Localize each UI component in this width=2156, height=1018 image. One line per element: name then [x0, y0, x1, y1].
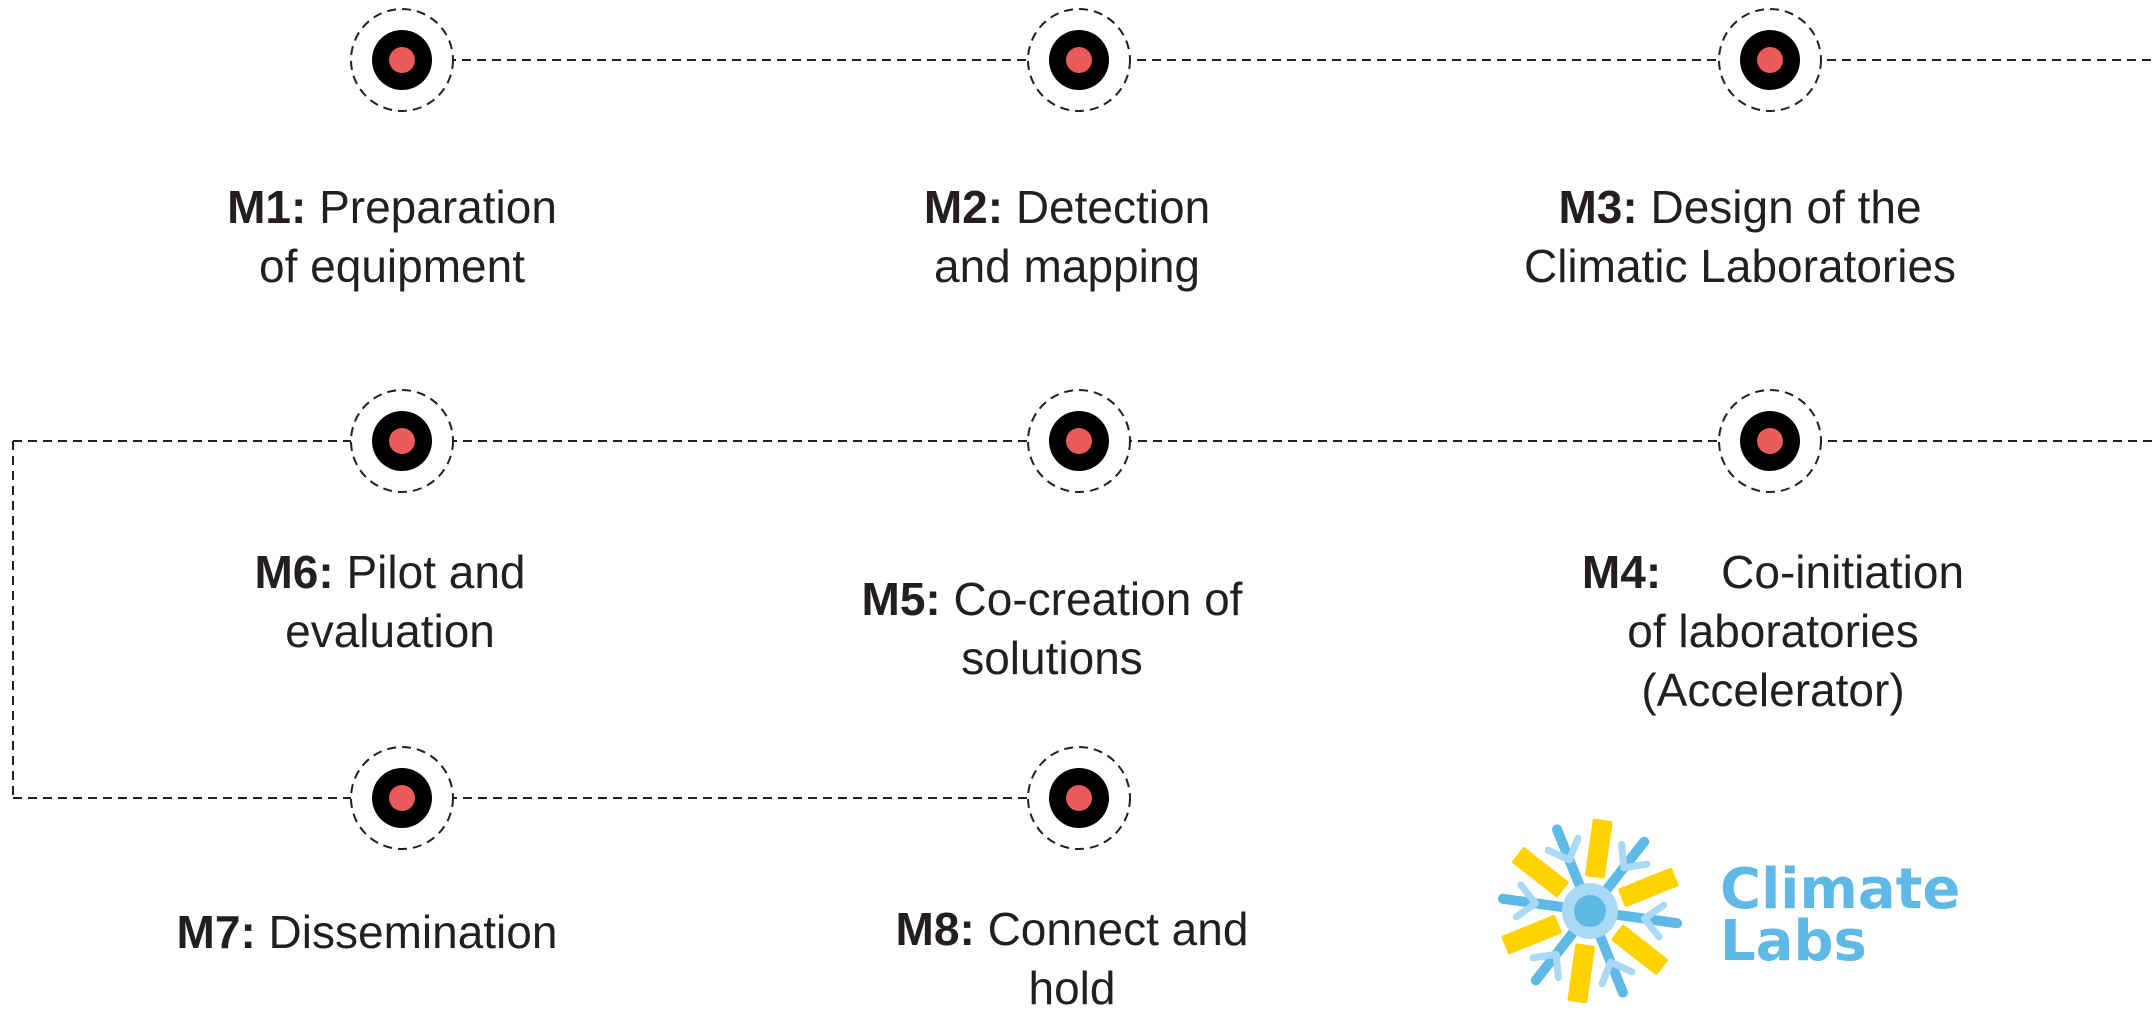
- milestone-text: and mapping: [934, 240, 1200, 292]
- milestone-label-line: M7: Dissemination: [177, 903, 558, 962]
- milestone-code: M4:: [1581, 546, 1662, 598]
- marker-center: [1757, 428, 1783, 454]
- snowflake-branches: [1512, 834, 1668, 988]
- marker-center: [389, 47, 415, 73]
- milestone-text: Climatic Laboratories: [1523, 240, 1957, 292]
- milestone-label-line: of laboratories: [1582, 602, 1964, 661]
- milestone-code: M5:: [861, 573, 941, 625]
- milestone-code: M3:: [1558, 181, 1638, 233]
- milestone-label-line: evaluation: [254, 602, 525, 661]
- logo-text-labs: Labs: [1720, 909, 1867, 974]
- milestone-code: M8:: [895, 903, 975, 955]
- milestone-text: Dissemination: [268, 906, 558, 958]
- milestone-marker-m4: [1718, 389, 1822, 493]
- milestone-marker-m7: [350, 746, 454, 850]
- milestone-text: Connect and: [987, 903, 1249, 955]
- milestone-text: hold: [1028, 962, 1116, 1014]
- marker-center: [1066, 47, 1092, 73]
- sun-rays: [1501, 818, 1679, 1004]
- milestone-label-line: Climatic Laboratories: [1524, 237, 1956, 296]
- milestone-marker-m8: [1027, 746, 1131, 850]
- milestone-label-m7: M7: Dissemination: [177, 903, 558, 962]
- snowflake-sun-icon: [1497, 818, 1683, 1004]
- milestone-label-line: and mapping: [924, 237, 1210, 296]
- milestone-text: Detection: [1015, 181, 1211, 233]
- milestone-label-line: hold: [896, 959, 1249, 1018]
- milestone-code: M2:: [923, 181, 1004, 233]
- climate-labs-logo: Climate Labs: [1490, 816, 1960, 1006]
- milestone-label-line: M2: Detection: [924, 178, 1210, 237]
- milestone-code: M1:: [227, 181, 307, 233]
- milestone-marker-m2: [1027, 8, 1131, 112]
- milestone-text: (Accelerator): [1641, 664, 1905, 716]
- milestone-label-line: M6: Pilot and: [254, 543, 525, 602]
- milestone-text: Design of the: [1650, 181, 1922, 233]
- milestone-label-line: M4: Co-initiation: [1582, 543, 1964, 602]
- milestone-text: Preparation: [319, 181, 557, 233]
- milestone-label-line: solutions: [862, 629, 1243, 688]
- milestone-label-m4: M4: Co-initiation of laboratories (Accelera…: [1582, 543, 1964, 720]
- logo-wordmark: Climate Labs: [1720, 857, 1961, 974]
- milestone-text: Co-creation of: [953, 573, 1243, 625]
- milestone-text: Pilot and: [346, 546, 526, 598]
- milestone-marker-m1: [350, 8, 454, 112]
- milestone-marker-m5: [1027, 389, 1131, 493]
- milestone-label-line: M1: Preparation: [227, 178, 557, 237]
- logo-text-climate: Climate: [1720, 857, 1961, 922]
- milestone-text: of laboratories: [1627, 605, 1919, 657]
- milestone-label-line: M8: Connect and: [896, 900, 1249, 959]
- milestone-text: solutions: [961, 632, 1143, 684]
- milestone-code: M7:: [176, 906, 256, 958]
- marker-center: [389, 428, 415, 454]
- milestone-code: M6:: [254, 546, 334, 598]
- milestone-text: evaluation: [285, 605, 495, 657]
- milestone-label-line: M3: Design of the: [1524, 178, 1956, 237]
- marker-center: [389, 785, 415, 811]
- milestone-text: of equipment: [259, 240, 525, 292]
- milestone-markers: [350, 8, 1822, 850]
- milestone-text: Co-initiation: [1721, 546, 1965, 598]
- marker-center: [1066, 428, 1092, 454]
- milestone-marker-m3: [1718, 8, 1822, 112]
- milestone-label-line: M5: Co-creation of: [862, 570, 1243, 629]
- marker-center: [1066, 785, 1092, 811]
- milestone-label-line: of equipment: [227, 237, 557, 296]
- milestone-marker-m6: [350, 389, 454, 493]
- milestone-label-line: (Accelerator): [1582, 661, 1964, 720]
- marker-center: [1757, 47, 1783, 73]
